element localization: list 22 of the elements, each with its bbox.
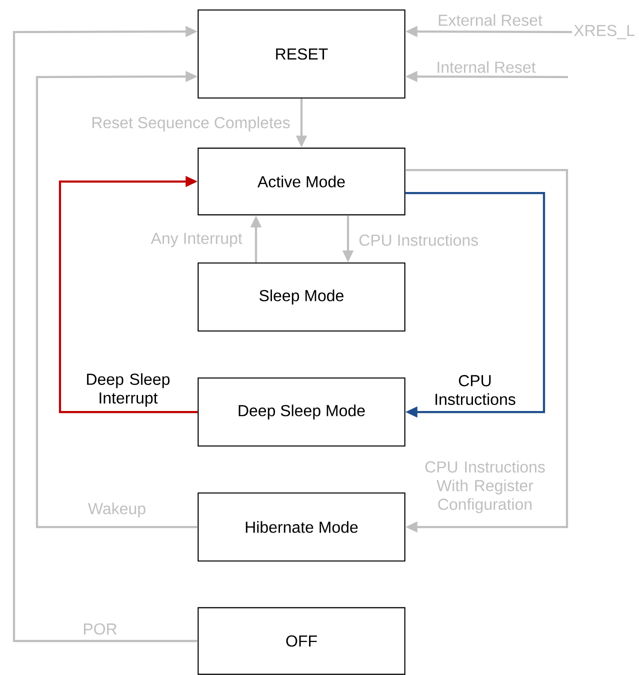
arrow (12, 26, 198, 642)
state-box: RESET (198, 9, 406, 99)
arrow (405, 192, 546, 418)
arrow (36, 70, 198, 528)
state-box: Deep Sleep Mode (198, 377, 406, 447)
edge-label: Deep Sleep Interrupt (87, 373, 170, 407)
edge-label: CPU Instructions With Register Configuration (425, 460, 545, 514)
signal-label: XRES_L (574, 24, 634, 40)
state-box: OFF (198, 607, 406, 675)
edge-label: Wakeup (88, 502, 146, 518)
edge-label: POR (84, 623, 117, 635)
edge-label: CPU Instructions (436, 375, 516, 405)
arrow (58, 176, 198, 414)
edge-label: Any Interrupt (150, 232, 242, 248)
state-box: Hibernate Mode (198, 492, 406, 562)
state-box: Active Mode (198, 148, 406, 216)
edge-label: External Reset (438, 14, 542, 26)
state-box: Sleep Mode (198, 262, 406, 332)
edge-label: Reset Sequence Completes (92, 116, 290, 132)
edge-label: CPU Instructions (359, 234, 478, 246)
arrow (405, 168, 568, 533)
edge-label: Internal Reset (438, 61, 536, 73)
